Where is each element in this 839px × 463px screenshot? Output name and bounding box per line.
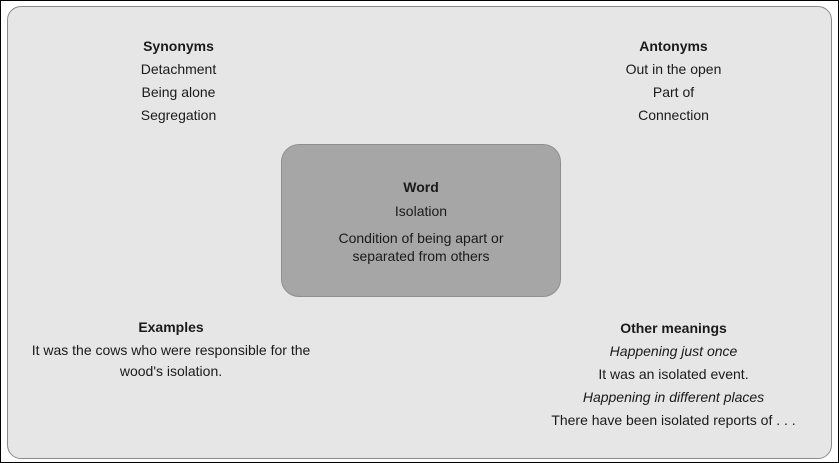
synonym-item: Being alone <box>141 84 216 100</box>
other-meaning: Happening in different places <box>582 389 765 405</box>
antonyms-block: Antonyms Out in the open Part of Connect… <box>591 35 756 127</box>
synonyms-heading: Synonyms <box>143 38 214 54</box>
antonym-item: Connection <box>638 107 709 123</box>
other-meanings-heading: Other meanings <box>620 320 727 336</box>
other-meaning-example: There have been isolated reports of . . … <box>551 412 796 428</box>
antonyms-heading: Antonyms <box>639 38 708 54</box>
antonym-item: Part of <box>652 84 695 100</box>
synonym-item: Detachment <box>140 61 217 77</box>
antonym-item: Out in the open <box>625 61 722 77</box>
word-definition: Condition of being apart or separated fr… <box>338 230 504 264</box>
other-meaning-example: It was an isolated event. <box>598 366 749 382</box>
other-meaning: Happening just once <box>609 343 738 359</box>
word-box: Word Isolation Condition of being apart … <box>281 144 561 297</box>
word-heading: Word <box>403 179 439 195</box>
example-text: It was the cows who were responsible for… <box>31 342 311 379</box>
examples-block: Examples It was the cows who were respon… <box>21 317 321 382</box>
synonyms-block: Synonyms Detachment Being alone Segregat… <box>101 35 256 127</box>
word-value: Isolation <box>394 203 448 219</box>
synonym-item: Segregation <box>140 107 217 123</box>
examples-heading: Examples <box>138 319 204 335</box>
other-meanings-block: Other meanings Happening just once It wa… <box>521 317 826 432</box>
